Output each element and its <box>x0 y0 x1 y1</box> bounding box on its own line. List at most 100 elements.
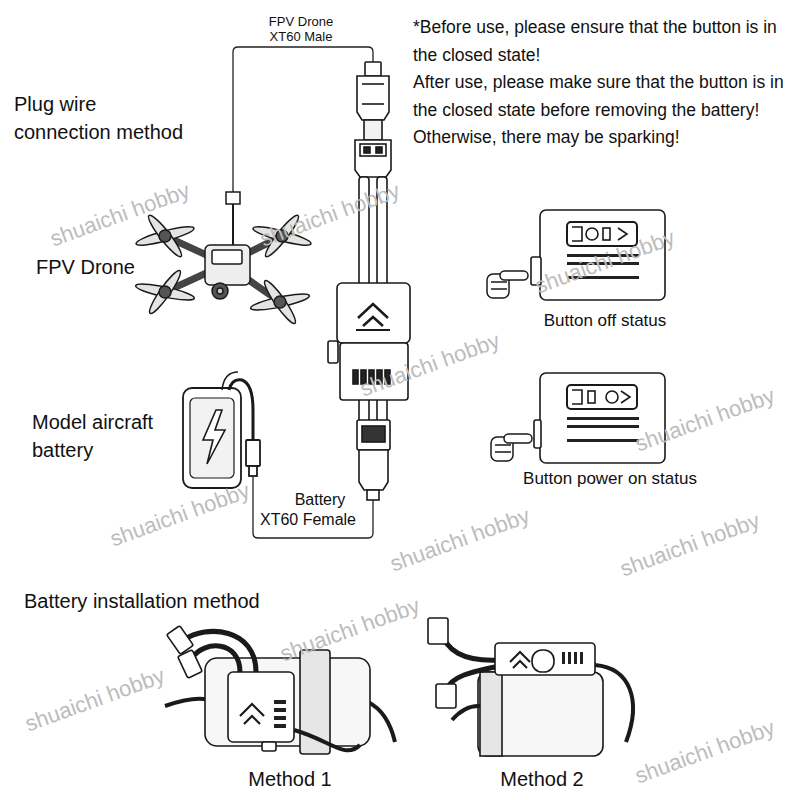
method-1-illustration-part <box>240 704 264 716</box>
method-1-illustration-part <box>294 730 360 750</box>
lipo-battery-part <box>222 372 238 390</box>
method-2-illustration-part <box>580 652 583 664</box>
watermark-slot: shuaichi hobby <box>632 383 779 458</box>
watermark: shuaichi hobby <box>532 225 679 300</box>
status-caption: Button power on status <box>523 468 697 490</box>
warning-note: Otherwise, there may be sparking! <box>413 124 796 152</box>
wire-part <box>359 398 369 422</box>
watermark-slot: shuaichi hobby <box>617 508 764 583</box>
watermark-slot: shuaichi hobby <box>257 178 404 253</box>
xt60-female-plug <box>357 420 390 500</box>
switch-module-part <box>337 283 410 343</box>
method-1-illustration-part <box>262 742 276 751</box>
method-1-illustration-part <box>205 658 370 746</box>
fpv-drone-part-part <box>145 212 185 259</box>
part-label-slot: Model aircraft battery <box>32 408 182 464</box>
xt60-female-socket-part <box>376 147 382 153</box>
method-1-illustration-part <box>165 699 208 706</box>
method-2-illustration-part <box>595 665 633 742</box>
watermark: shuaichi hobby <box>257 178 404 253</box>
method-2-illustration-part <box>480 672 502 756</box>
lipo-battery <box>183 372 260 488</box>
xt60-female-plug-part <box>359 450 388 490</box>
watermark: shuaichi hobby <box>357 328 504 403</box>
method-1-illustration-part <box>274 724 286 728</box>
xt60-male-plug-part <box>362 83 384 85</box>
method-2-illustration-part <box>562 652 565 664</box>
fpv-drone-part <box>135 268 196 316</box>
method-1-illustration-part <box>274 700 286 704</box>
connector-label: FPV Drone XT60 Male <box>258 14 344 44</box>
button-off-panel-part <box>603 228 610 240</box>
method-caption-slot: Method 1 <box>248 766 331 792</box>
fpv-drone-part <box>250 278 311 326</box>
pointing-hand-part <box>504 434 532 443</box>
xt60-male-plug <box>357 62 389 140</box>
xt60-female-socket-part <box>360 144 386 156</box>
fpv-drone-part-part <box>159 230 171 242</box>
part-label: FPV Drone <box>36 254 135 280</box>
method-2-illustration-part <box>478 672 603 756</box>
button-on-panel-part <box>567 385 637 409</box>
part-label: Model aircraft battery <box>32 408 182 464</box>
method-1-illustration-part <box>167 626 194 655</box>
watermark-slot: shuaichi hobby <box>357 328 504 403</box>
method-2-illustration-part <box>574 652 577 664</box>
status-caption: Button off status <box>544 310 667 332</box>
lipo-battery-part <box>183 388 241 488</box>
leader-line-part <box>233 47 373 192</box>
part-label-slot: FPV Drone <box>36 254 135 280</box>
button-off-panel-part <box>572 227 582 241</box>
wire-part <box>377 398 387 422</box>
lipo-battery-part <box>246 440 260 466</box>
xt60-male-plug-part <box>364 120 382 140</box>
button-on-panel-part <box>534 420 541 448</box>
xt60-female-socket-part <box>364 147 370 153</box>
watermark: shuaichi hobby <box>277 593 424 668</box>
xt60-female-plug-part <box>367 490 379 500</box>
xt60-female-plug-part <box>357 420 390 450</box>
watermark: shuaichi hobby <box>47 178 194 253</box>
switch-module-part <box>356 329 390 331</box>
watermark: shuaichi hobby <box>632 383 779 458</box>
fpv-drone-part <box>212 283 228 299</box>
lipo-battery-part <box>190 398 234 478</box>
method-1-illustration-part <box>228 672 294 742</box>
fpv-drone-part-part <box>261 278 299 326</box>
button-on-panel-part <box>606 391 618 403</box>
button-on-panel-part <box>567 417 639 420</box>
section-heading-slot: Battery installation method <box>24 588 260 614</box>
watermark: shuaichi hobby <box>107 478 254 553</box>
method-2-illustration-part <box>428 618 448 644</box>
method-caption: Method 1 <box>248 766 331 792</box>
button-off-panel-part <box>618 228 627 240</box>
fpv-drone-part-part <box>146 268 184 316</box>
watermark-slot: shuaichi hobby <box>22 663 169 738</box>
note-block: *Before use, please ensure that the butt… <box>413 14 796 152</box>
xt60-female-socket-part <box>355 140 391 177</box>
xt60-female-socket <box>355 140 391 177</box>
connector-label-slot: Battery XT60 Female <box>256 490 360 530</box>
status-caption-slot: Button power on status <box>523 468 697 490</box>
button-on-panel-part <box>567 425 639 428</box>
pointing-hand <box>487 271 528 298</box>
method-2-illustration-part <box>440 630 500 660</box>
warning-note: *Before use, please ensure that the butt… <box>413 14 796 69</box>
watermark-slot: shuaichi hobby <box>387 503 534 578</box>
section-heading: Plug wire connection method <box>14 90 192 146</box>
switch-module-part <box>328 341 338 363</box>
method-1-illustration-part <box>274 716 286 720</box>
fpv-drone-part-part <box>159 286 171 298</box>
watermark-slot: shuaichi hobby <box>532 225 679 300</box>
method-1-illustration-part <box>368 702 395 742</box>
pointing-hand-part <box>491 282 507 289</box>
method-caption: Method 2 <box>500 766 583 792</box>
xt60-male-plug-part <box>362 103 384 105</box>
button-on-panel-part <box>588 391 595 403</box>
section-heading: Battery installation method <box>24 588 260 614</box>
watermark-slot: shuaichi hobby <box>632 715 779 790</box>
watermark-slot: shuaichi hobby <box>47 178 194 253</box>
watermark-slot: shuaichi hobby <box>277 593 424 668</box>
method-2-illustration-part <box>513 661 527 668</box>
